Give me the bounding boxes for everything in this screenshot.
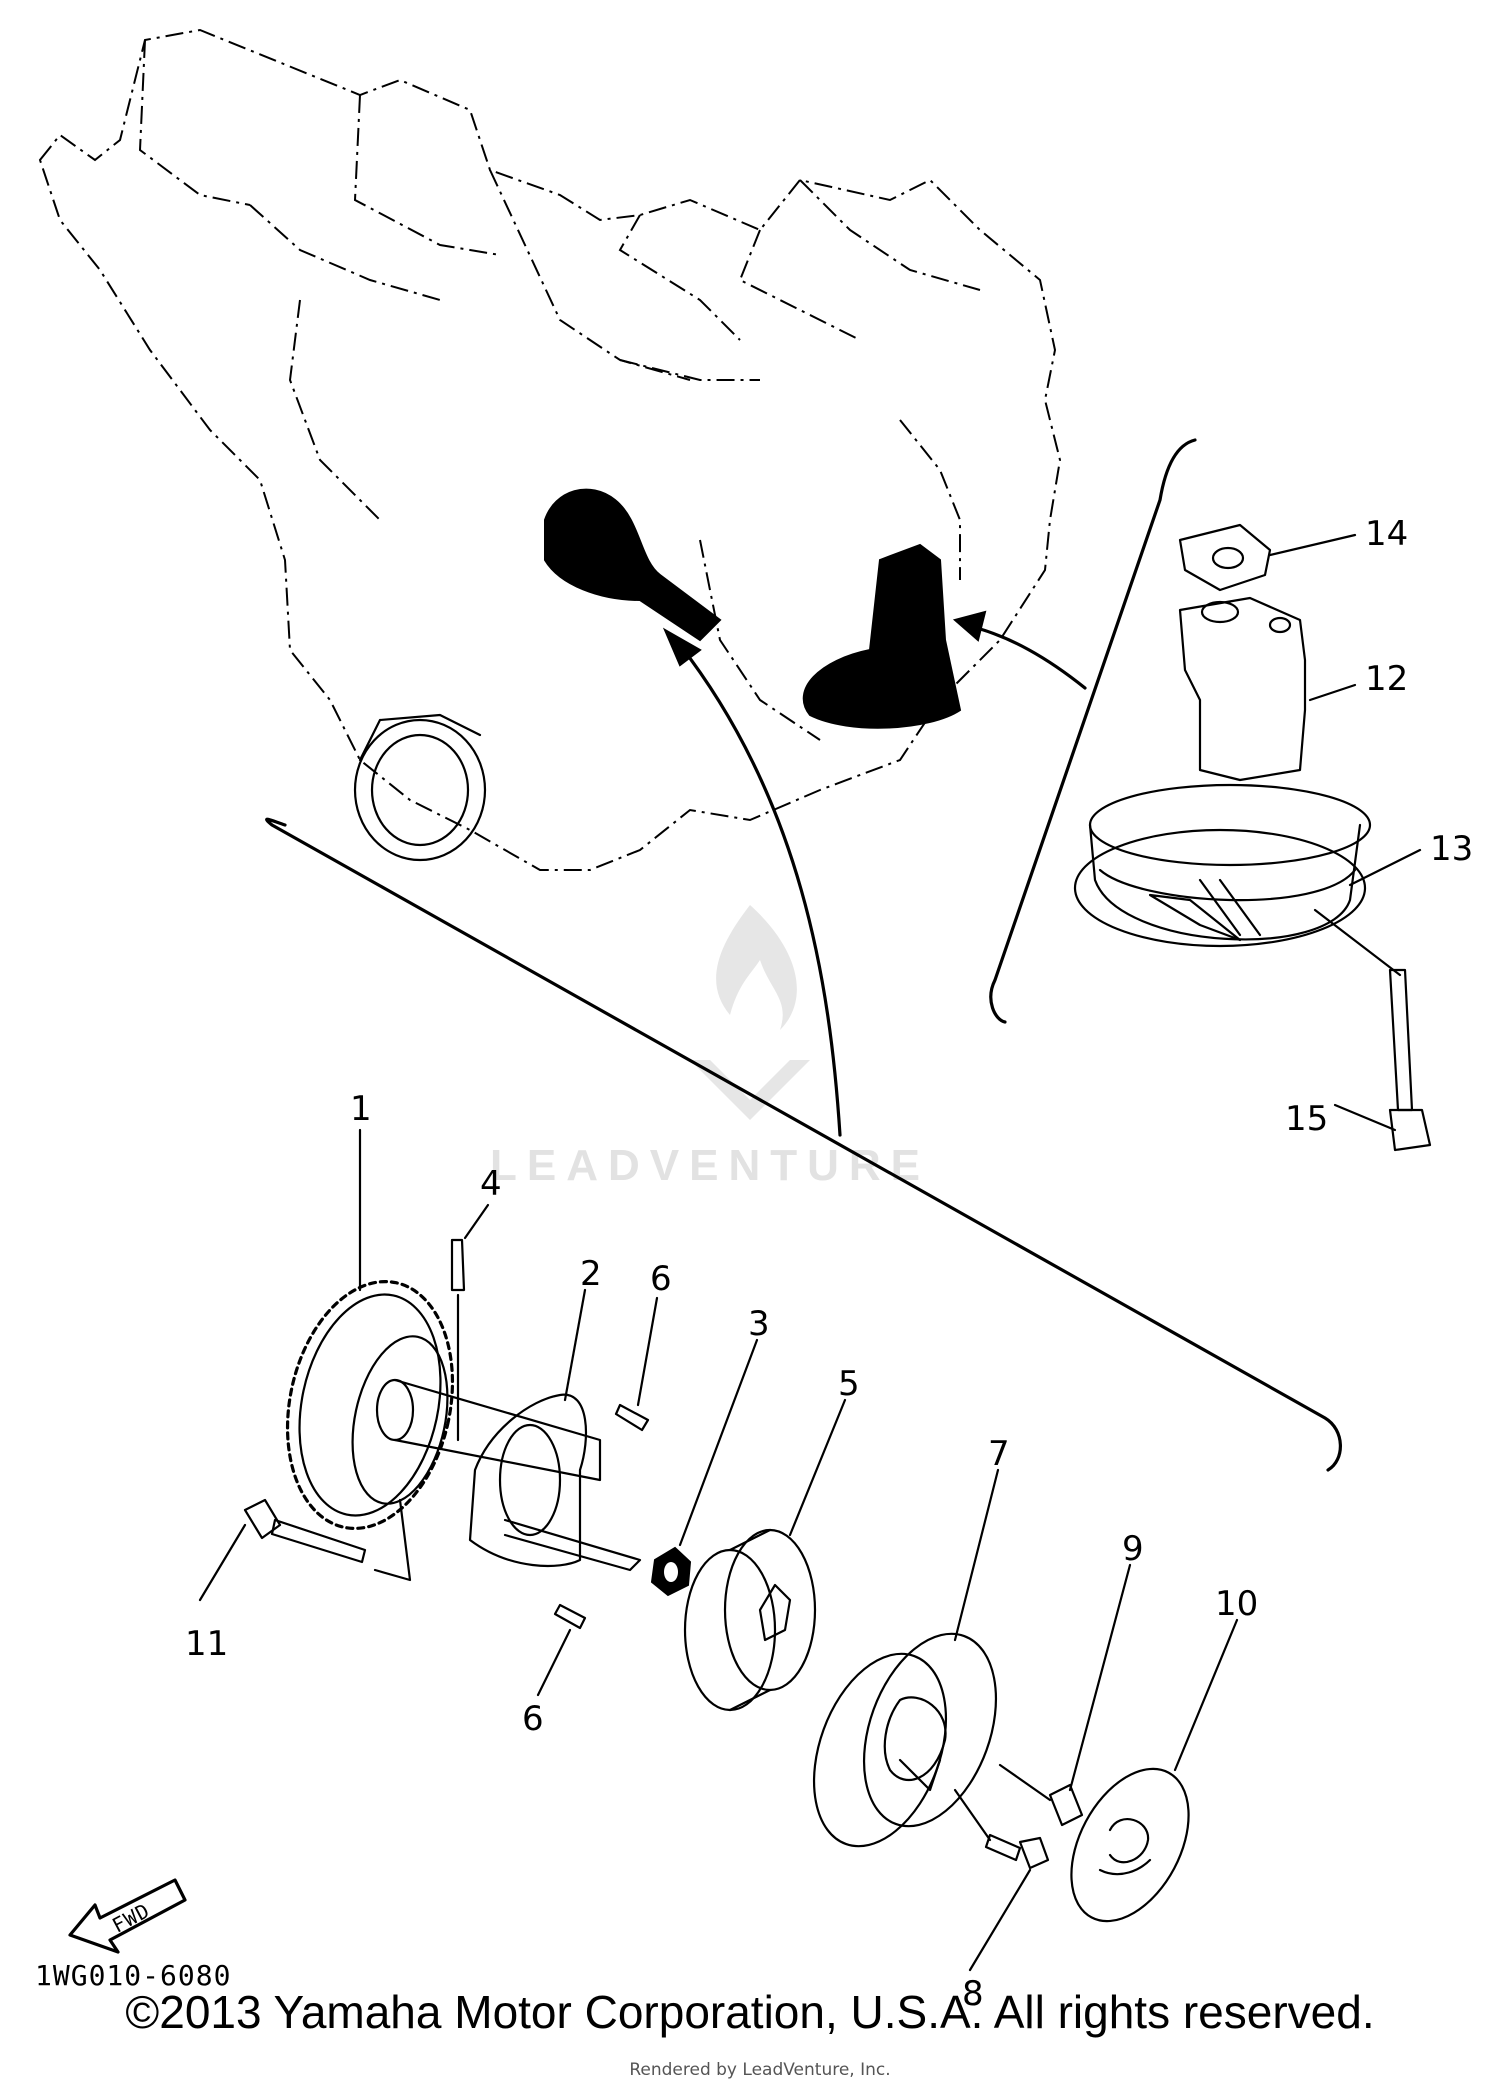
part-15-bolt — [1313, 908, 1432, 1152]
part-7-housing — [812, 1632, 998, 1848]
callout-11: 11 — [185, 1624, 228, 1664]
assembly-arrows — [662, 610, 1087, 1137]
callout-6-upper: 6 — [650, 1259, 672, 1299]
part-13-o-ring — [1073, 828, 1367, 948]
part-1-gear — [285, 1280, 642, 1572]
part-14-gasket — [1178, 523, 1272, 592]
callout-12: 12 — [1365, 659, 1408, 699]
part-12-strainer — [1088, 596, 1372, 942]
part-5-rotor — [683, 1528, 817, 1712]
callout-2: 2 — [580, 1254, 602, 1294]
callout-3: 3 — [748, 1304, 770, 1344]
callout-14: 14 — [1365, 514, 1408, 554]
part-10-plate — [1070, 1767, 1190, 1923]
diagram-code: 1WG010-6080 — [35, 1959, 231, 1992]
part-6-pin-lower — [553, 1603, 587, 1630]
copyright-notice: ©2013 Yamaha Motor Corporation, U.S.A. A… — [125, 1986, 1375, 2038]
part-9-pin — [998, 1763, 1084, 1827]
part-3-nut — [650, 1546, 692, 1597]
callout-4: 4 — [480, 1164, 502, 1204]
rendered-by-credit: Rendered by LeadVenture, Inc. — [629, 2060, 891, 2080]
callout-9: 9 — [1122, 1529, 1144, 1569]
watermark-text: LEADVENTURE — [490, 1141, 930, 1190]
callouts: 1 2 3 4 5 6 6 7 8 9 10 11 12 13 14 15 — [185, 514, 1473, 2014]
part-6-pin-upper — [614, 1403, 650, 1432]
callout-13: 13 — [1430, 829, 1473, 869]
group-divider — [265, 438, 1342, 1472]
fwd-arrow-icon: FWD — [68, 1878, 187, 1954]
callout-7: 7 — [988, 1434, 1010, 1474]
callout-8: 8 — [962, 1974, 984, 2014]
part-8-screw — [953, 1788, 1050, 1870]
part-4-pin — [450, 1238, 466, 1442]
part-11-bolt — [243, 1498, 412, 1582]
leader-lines — [198, 533, 1422, 1972]
watermark-logo: LEADVENTURE — [490, 905, 930, 1190]
callout-5: 5 — [838, 1364, 860, 1404]
fwd-label: FWD — [108, 1898, 154, 1938]
engine-crankcase — [38, 28, 1062, 871]
callout-1: 1 — [350, 1089, 372, 1129]
callout-15: 15 — [1285, 1099, 1328, 1139]
callout-10: 10 — [1215, 1584, 1258, 1624]
callout-6-lower: 6 — [522, 1699, 544, 1739]
part-2-cover — [468, 1393, 588, 1568]
